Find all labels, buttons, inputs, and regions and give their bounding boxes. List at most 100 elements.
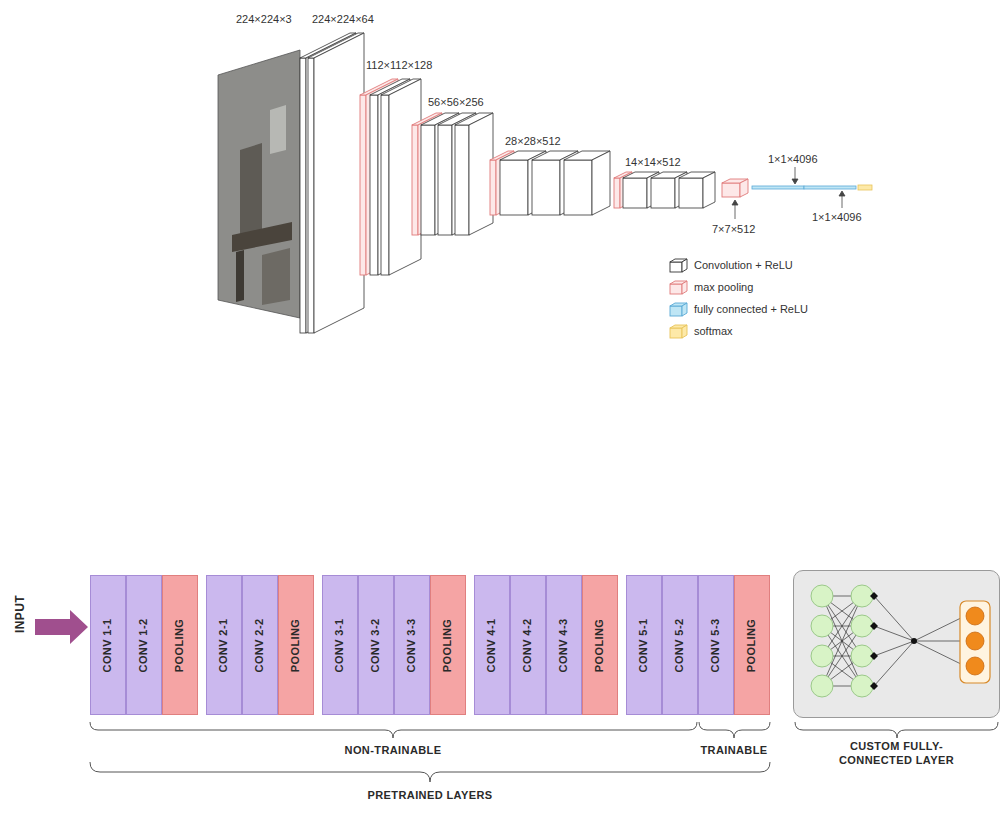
layer-label: CONV 4-2 [522, 618, 535, 672]
pooling-layer-box: POOLING [582, 575, 618, 715]
pooling-layer-box: POOLING [278, 575, 314, 715]
bracket [90, 722, 697, 738]
layer-label: POOLING [594, 618, 607, 672]
layer-caption: CUSTOM FULLY-CONNECTED LAYER [832, 739, 962, 767]
layer-label: POOLING [442, 618, 455, 672]
fc-layer-bar [752, 186, 804, 189]
layer-label: POOLING [290, 618, 303, 672]
pool-layer-slab [412, 125, 418, 235]
layer-label: CONV 4-1 [486, 618, 499, 672]
layer-label: CONV 3-1 [334, 618, 347, 672]
neural-net-icon [960, 601, 990, 683]
layer-label: CONV 5-2 [674, 618, 687, 672]
neural-net-icon [851, 615, 873, 637]
neural-net-icon [966, 657, 984, 675]
legend-text: softmax [694, 324, 733, 338]
dimension-label: 56×56×256 [428, 95, 484, 109]
conv-layer-slab [469, 113, 493, 235]
conv-layer-box: CONV 1-2 [126, 575, 162, 715]
legend-icon [670, 281, 687, 294]
conv-layer-slab [623, 172, 715, 208]
legend-icon [670, 284, 682, 294]
neural-net-icon [874, 641, 914, 686]
pool-layer-slab [722, 183, 740, 197]
conv-layer-slab [532, 160, 560, 215]
conv-layer-slab [592, 151, 610, 215]
dimension-label: 1×1×4096 [768, 152, 818, 166]
layer-label: CONV 1-2 [138, 618, 151, 672]
layer-label: CONV 5-1 [638, 618, 651, 672]
neural-net-icon [874, 626, 914, 641]
neural-net-icon [966, 632, 984, 650]
leader-arrow [839, 191, 845, 196]
bracket-label: TRAINABLE [700, 743, 767, 757]
conv-layer-slab [421, 113, 493, 235]
conv-layer-slab [370, 79, 421, 275]
conv-layer-slab [703, 172, 715, 208]
conv-layer-slab [300, 58, 306, 333]
fc-layer-bar [804, 186, 856, 189]
legend-icon [670, 262, 682, 272]
conv-layer-slab [300, 33, 364, 333]
neural-net-icon [851, 645, 873, 667]
conv-layer-slab [623, 178, 647, 208]
conv-layer-slab [651, 178, 675, 208]
pooling-layer-box: POOLING [734, 575, 770, 715]
layer-label: CONV 3-3 [406, 618, 419, 672]
conv-layer-slab [389, 79, 421, 275]
neural-net-icon [914, 641, 965, 642]
legend-text: Convolution + ReLU [694, 258, 793, 272]
input-photo [218, 50, 300, 318]
conv-layer-box: CONV 1-1 [90, 575, 126, 715]
neural-net-icon [914, 616, 965, 641]
neural-net-icon [811, 645, 833, 667]
pool-layer-slab [722, 179, 748, 197]
conv-layer-box: CONV 5-3 [698, 575, 734, 715]
conv-layer-box: CONV 4-3 [546, 575, 582, 715]
leader-arrow [795, 167, 796, 180]
leader-arrow [842, 195, 843, 208]
neural-net-icon [822, 596, 862, 686]
dimension-label: 7×7×512 [712, 222, 755, 236]
pool-layer-slab [614, 178, 620, 208]
input-photo [218, 50, 300, 318]
neural-net-icon [911, 638, 917, 644]
legend-text: max pooling [694, 280, 753, 294]
conv-layer-box: CONV 5-1 [626, 575, 662, 715]
conv-layer-box: CONV 4-1 [474, 575, 510, 715]
conv-layer-slab [564, 160, 592, 215]
layer-label: CONV 1-1 [102, 618, 115, 672]
input-arrow [35, 610, 88, 644]
legend-text: fully connected + ReLU [694, 302, 808, 316]
leader-arrow [735, 204, 736, 219]
conv-layer-box: CONV 5-2 [662, 575, 698, 715]
dimension-label: 224×224×64 [312, 12, 374, 26]
legend-icon [682, 325, 687, 338]
leader-arrow [732, 200, 738, 205]
legend-icon [670, 303, 687, 316]
neural-net-icon [811, 615, 833, 637]
bracket [90, 722, 998, 782]
dimension-label: 14×14×512 [625, 155, 681, 169]
neural-net-icon [966, 607, 984, 675]
neural-net-icon [870, 622, 878, 630]
neural-net-icon [870, 682, 878, 690]
input-photo [262, 248, 290, 305]
layer-label: CONV 3-2 [370, 618, 383, 672]
layer-label: POOLING [746, 618, 759, 672]
input-photo [236, 250, 244, 302]
layer-label: CONV 4-3 [558, 618, 571, 672]
neural-net-icon [851, 585, 873, 607]
input-photo [232, 222, 292, 252]
conv-layer-slab [314, 33, 364, 333]
fc-layer-bar [858, 185, 872, 190]
legend-icon [670, 328, 682, 338]
input-photo [270, 105, 286, 154]
dimension-label: 1×1×4096 [812, 210, 862, 224]
neural-net-icon [874, 641, 914, 656]
neural-net-icon [914, 641, 965, 666]
neural-net-icon [874, 596, 914, 641]
legend-icon [670, 325, 687, 338]
neural-net-icon [870, 592, 878, 600]
